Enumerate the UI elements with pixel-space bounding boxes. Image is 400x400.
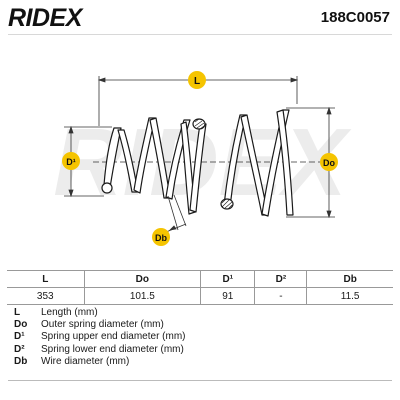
spec-header-lower-end-diameter: D² [254, 270, 307, 288]
spec-value-lower-end-diameter: - [254, 287, 307, 305]
spec-value-upper-end-diameter: 91 [200, 287, 255, 305]
legend-description: Wire diameter (mm) [41, 355, 130, 367]
legend-description: Outer spring diameter (mm) [41, 319, 164, 331]
spec-header-length: L [7, 270, 85, 288]
length-label: L [194, 76, 200, 87]
outer-diameter-label: Do [323, 158, 335, 168]
part-number: 188C0057 [320, 9, 390, 26]
header: RIDEX 188C0057 [0, 0, 400, 36]
legend-symbol: L [14, 307, 21, 318]
legend-symbol: Db [14, 355, 28, 367]
legend-symbol: Do [14, 319, 28, 331]
upper-end-diameter-badge [62, 152, 80, 170]
spring-coils [103, 109, 294, 217]
spec-header-wire-diameter: Db [306, 270, 393, 288]
outer-diameter-badge [320, 153, 338, 171]
legend-description: Spring upper end diameter (mm) [41, 331, 186, 343]
legend: L Length (mm) Do Outer spring diameter (… [14, 307, 394, 368]
spring-diagram: RIDEX L D¹ Do [53, 71, 352, 246]
legend-item: D² Spring lower end diameter (mm) [14, 344, 394, 356]
legend-item: Do Outer spring diameter (mm) [14, 319, 394, 331]
spec-value-length: 353 [7, 287, 85, 305]
brand-logo: RIDEX [8, 4, 82, 32]
spec-table-row: 353 101.5 91 - 11.5 [7, 287, 393, 305]
spec-value-outer-diameter: 101.5 [83, 287, 201, 305]
wire-end-upper-hatch [194, 118, 205, 130]
spec-table-header-row: L Do D¹ D² Db [7, 270, 393, 288]
footer-divider [8, 380, 392, 381]
spec-value-wire-diameter: 11.5 [306, 287, 393, 305]
wire-diameter-label: Db [155, 233, 167, 243]
upper-end-diameter-dimension [64, 125, 112, 198]
wire-diameter-dimension [165, 194, 187, 233]
spec-table: L Do D¹ D² Db 353 101.5 91 - 11.5 [7, 270, 393, 305]
legend-item: D¹ Spring upper end diameter (mm) [14, 331, 394, 343]
legend-description: Spring lower end diameter (mm) [41, 343, 184, 355]
legend-item: Db Wire diameter (mm) [14, 356, 394, 368]
legend-item: L Length (mm) [14, 307, 394, 319]
legend-description: Length (mm) [41, 307, 98, 318]
upper-end-diameter-label: D¹ [66, 157, 76, 167]
wire-end-left [101, 182, 113, 194]
header-divider [8, 34, 392, 35]
wire-end-lower [220, 198, 234, 210]
wire-end-lower-hatch [221, 198, 233, 210]
spec-header-upper-end-diameter: D¹ [200, 270, 255, 288]
legend-symbol: D¹ [14, 331, 25, 343]
wire-diameter-badge [152, 228, 170, 246]
legend-symbol: D² [14, 343, 25, 355]
wire-end-upper [192, 118, 206, 130]
spec-header-outer-diameter: Do [83, 270, 201, 288]
length-label-badge [188, 71, 206, 89]
